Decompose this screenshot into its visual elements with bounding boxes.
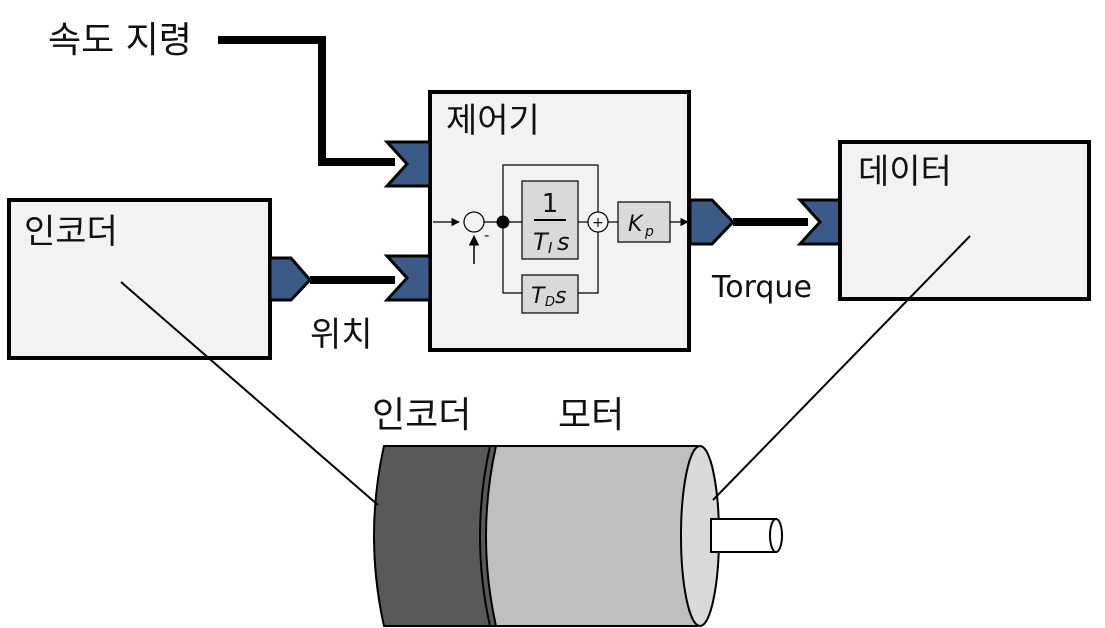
motor-shaft (710, 518, 777, 553)
controller-output-port (688, 198, 736, 246)
motor-shaft-end (769, 518, 783, 553)
motor-hw-label: 모터 (558, 395, 624, 436)
integral-numerator: 1 (542, 189, 559, 219)
motor-cylinder (485, 445, 709, 627)
encoder-hw-label: 인코더 (372, 395, 471, 436)
data-block-title: 데이터 (858, 152, 952, 192)
summing-junction (463, 211, 485, 233)
proportional-path (502, 164, 599, 222)
derivative-s: s (555, 284, 566, 309)
derivative-T: T (531, 284, 546, 309)
position-label: 위치 (310, 315, 373, 355)
controller-input-port-speed (383, 140, 432, 188)
integral-denominator-T: T (533, 228, 550, 256)
gain-sub: p (644, 224, 654, 240)
derivative-sub: D (545, 295, 555, 310)
sum-minus-sign: - (484, 226, 489, 244)
gain-block (617, 201, 671, 243)
integral-denominator-sub: I (548, 239, 553, 257)
encoder-cylinder (373, 445, 501, 627)
controller-title: 제어기 (446, 101, 540, 141)
encoder-block-title: 인코더 (24, 212, 118, 252)
data-block (838, 140, 1091, 301)
gain-K: K (628, 212, 644, 237)
motor-seam (479, 445, 491, 627)
encoder-pointer-line (120, 281, 379, 506)
speed-command-line (218, 36, 395, 166)
torque-label: Torque (711, 270, 812, 305)
speed-command-label: 속도 지령 (48, 20, 192, 61)
derivative-block (521, 274, 579, 314)
output-sum-plus: + (592, 215, 604, 231)
integral-denominator-s: s (557, 228, 570, 256)
data-input-port (796, 198, 842, 246)
encoder-output-port (268, 256, 313, 302)
encoder-block (7, 198, 272, 360)
motor-pointer-line (712, 235, 971, 501)
controller-input-port-position (383, 254, 432, 302)
